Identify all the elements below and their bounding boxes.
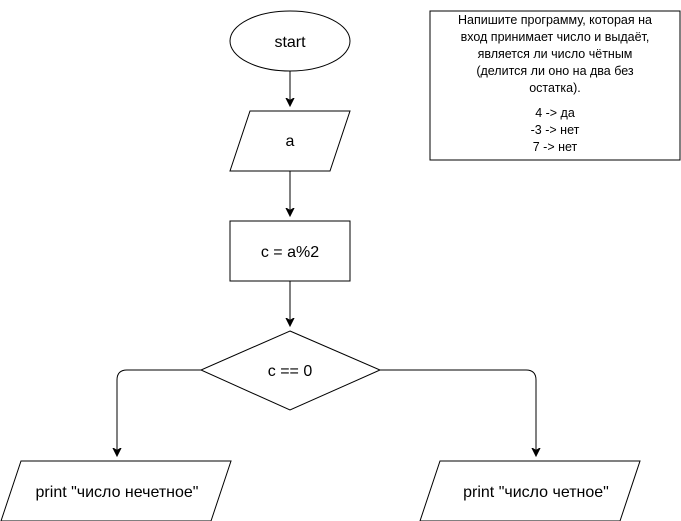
edge-decision-to-odd (117, 369, 201, 456)
decision-label: c == 0 (268, 363, 313, 380)
task-note-box (429, 10, 681, 161)
task-note-line-2: вход принимает число и выдаёт, (461, 30, 650, 44)
output-odd-node[interactable]: print "число нечетное" (0, 460, 232, 521)
start-label: start (274, 34, 306, 51)
output-even-label: print "число четное" (463, 484, 609, 501)
task-note-line-4: (делится ли оно на два без (476, 64, 634, 78)
input-node[interactable]: a (229, 110, 351, 172)
input-label: a (286, 133, 295, 150)
task-note-line-1: Напишите программу, которая на (458, 13, 652, 27)
input-parallelogram (229, 110, 351, 172)
decision-node[interactable]: c == 0 (199, 330, 382, 411)
output-even-node[interactable]: print "число четное" (419, 460, 641, 521)
edge-decision-to-even (380, 369, 536, 456)
task-note-line-3: является ли число чётным (478, 47, 633, 61)
task-note-line-8: 7 -> нет (533, 140, 578, 154)
output-odd-label: print "число нечетное" (36, 484, 199, 501)
output-even-parallelogram (419, 460, 641, 521)
start-ellipse (229, 10, 351, 72)
task-note-line-6: 4 -> да (535, 106, 575, 120)
process-label: c = a%2 (261, 244, 319, 261)
start-node[interactable]: start (229, 10, 351, 72)
output-odd-parallelogram (0, 460, 232, 521)
task-note[interactable]: Напишите программу, которая на вход прин… (429, 10, 681, 161)
task-note-line-5: остатка). (529, 81, 581, 95)
task-note-line-7: -3 -> нет (531, 123, 580, 137)
process-rectangle (229, 220, 351, 282)
process-node[interactable]: c = a%2 (229, 220, 351, 282)
decision-diamond (199, 330, 382, 411)
